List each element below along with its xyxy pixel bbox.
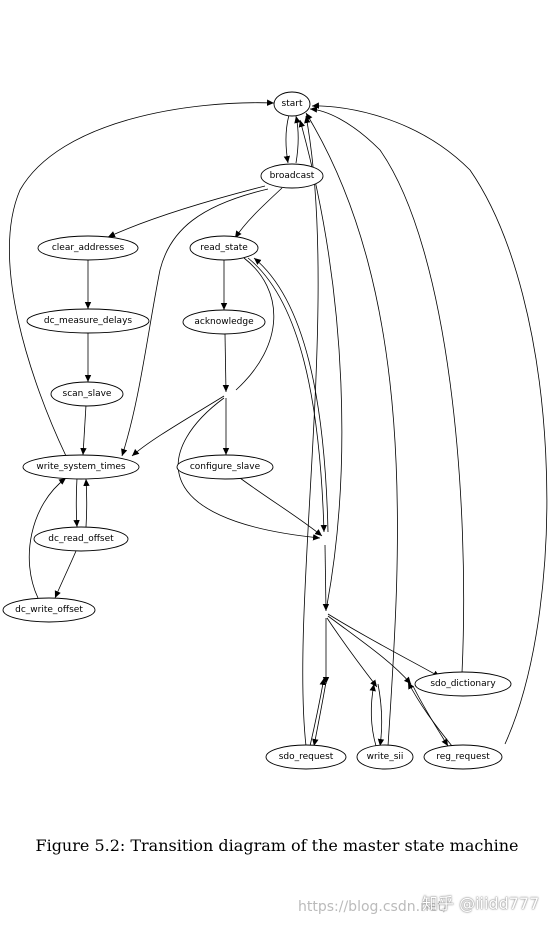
node-label-sdo_request: sdo_request bbox=[279, 752, 334, 762]
edge-write_sii-start bbox=[305, 112, 398, 747]
node-label-reg_request: reg_request bbox=[436, 752, 490, 762]
edge-hub-start bbox=[298, 119, 343, 606]
edge-broadcast-clear_addresses bbox=[107, 185, 266, 238]
node-dc_read_offset: dc_read_offset bbox=[33, 526, 129, 552]
edge-dc_read_offset-dc_write_offset bbox=[54, 550, 77, 599]
node-label-scan_slave: scan_slave bbox=[63, 389, 112, 399]
edges bbox=[9, 99, 548, 747]
edge-hub-sdo_dictionary bbox=[327, 613, 441, 678]
edge-up-reg bbox=[412, 685, 449, 747]
node-label-dc_write_offset: dc_write_offset bbox=[15, 605, 83, 615]
node-sdo_request: sdo_request bbox=[265, 744, 347, 770]
node-label-read_state: read_state bbox=[200, 243, 248, 253]
node-scan_slave: scan_slave bbox=[50, 381, 124, 407]
node-dc_write_offset: dc_write_offset bbox=[2, 597, 96, 623]
node-acknowledge: acknowledge bbox=[182, 309, 266, 335]
figure-caption: Figure 5.2: Transition diagram of the ma… bbox=[35, 836, 519, 855]
edge-start-broadcast bbox=[283, 114, 291, 164]
node-dc_measure_delays: dc_measure_delays bbox=[26, 308, 150, 334]
edge-join-hub bbox=[322, 544, 330, 612]
node-clear_addresses: clear_addresses bbox=[37, 235, 139, 261]
edge-dc_read_offset-write_system_times bbox=[83, 478, 90, 528]
edge-dc_write_offset-write_system_times bbox=[28, 477, 67, 599]
edge-broadcast-start bbox=[294, 115, 301, 164]
edge-hub-write_sii bbox=[326, 617, 378, 688]
edge-read_state-join bbox=[247, 257, 327, 533]
node-configure_slave: configure_slave bbox=[176, 454, 274, 480]
edge-read_state-branch bbox=[235, 257, 275, 391]
node-label-configure_slave: configure_slave bbox=[190, 462, 261, 472]
edge-join-read_state bbox=[253, 257, 329, 533]
edge-up-write_sii bbox=[377, 683, 385, 747]
node-label-broadcast: broadcast bbox=[270, 171, 315, 181]
edge-hub-reg_request bbox=[327, 615, 412, 685]
edge-up-sdo_request bbox=[312, 681, 327, 747]
node-label-acknowledge: acknowledge bbox=[194, 317, 254, 327]
watermark-zhihu: 知乎 @iiidd777 bbox=[422, 894, 540, 913]
node-write_sii: write_sii bbox=[356, 744, 414, 770]
edge-acknowledge-branch bbox=[222, 333, 230, 393]
edge-reg_request-start bbox=[311, 102, 548, 745]
node-reg_request: reg_request bbox=[423, 744, 503, 770]
edge-write_system_times-start bbox=[9, 99, 275, 457]
nodes: start broadcast clear_addresses read_sta… bbox=[2, 91, 512, 770]
edge-branch-write_system_times bbox=[131, 395, 225, 457]
node-label-write_system_times: write_system_times bbox=[36, 462, 125, 472]
edge-write_system_times-dc_read_offset bbox=[73, 477, 80, 528]
node-label-dc_measure_delays: dc_measure_delays bbox=[44, 316, 133, 326]
node-sdo_dictionary: sdo_dictionary bbox=[414, 671, 512, 697]
edge-configure_slave-join bbox=[239, 477, 323, 537]
edge-broadcast-write_system_times bbox=[121, 188, 269, 457]
edge-sdo_dictionary-start bbox=[309, 106, 465, 674]
node-label-clear_addresses: clear_addresses bbox=[52, 243, 125, 253]
node-write_system_times: write_system_times bbox=[22, 454, 140, 480]
edge-broadcast-read_state bbox=[234, 187, 283, 239]
node-label-write_sii: write_sii bbox=[367, 752, 404, 762]
node-label-dc_read_offset: dc_read_offset bbox=[48, 534, 114, 544]
node-label-start: start bbox=[282, 99, 303, 109]
edge-write_sii-up bbox=[369, 683, 377, 747]
edge-sdo_request-start bbox=[302, 115, 319, 747]
node-read_state: read_state bbox=[189, 235, 259, 261]
node-start: start bbox=[273, 91, 311, 117]
node-broadcast: broadcast bbox=[260, 163, 324, 189]
edge-sdo_request-up bbox=[309, 677, 326, 747]
edge-branch-join bbox=[177, 397, 321, 541]
node-label-sdo_dictionary: sdo_dictionary bbox=[430, 679, 496, 689]
watermark-url: https://blog.csdn.net/ bbox=[298, 899, 448, 915]
edge-scan_slave-write_system_times bbox=[80, 404, 87, 456]
